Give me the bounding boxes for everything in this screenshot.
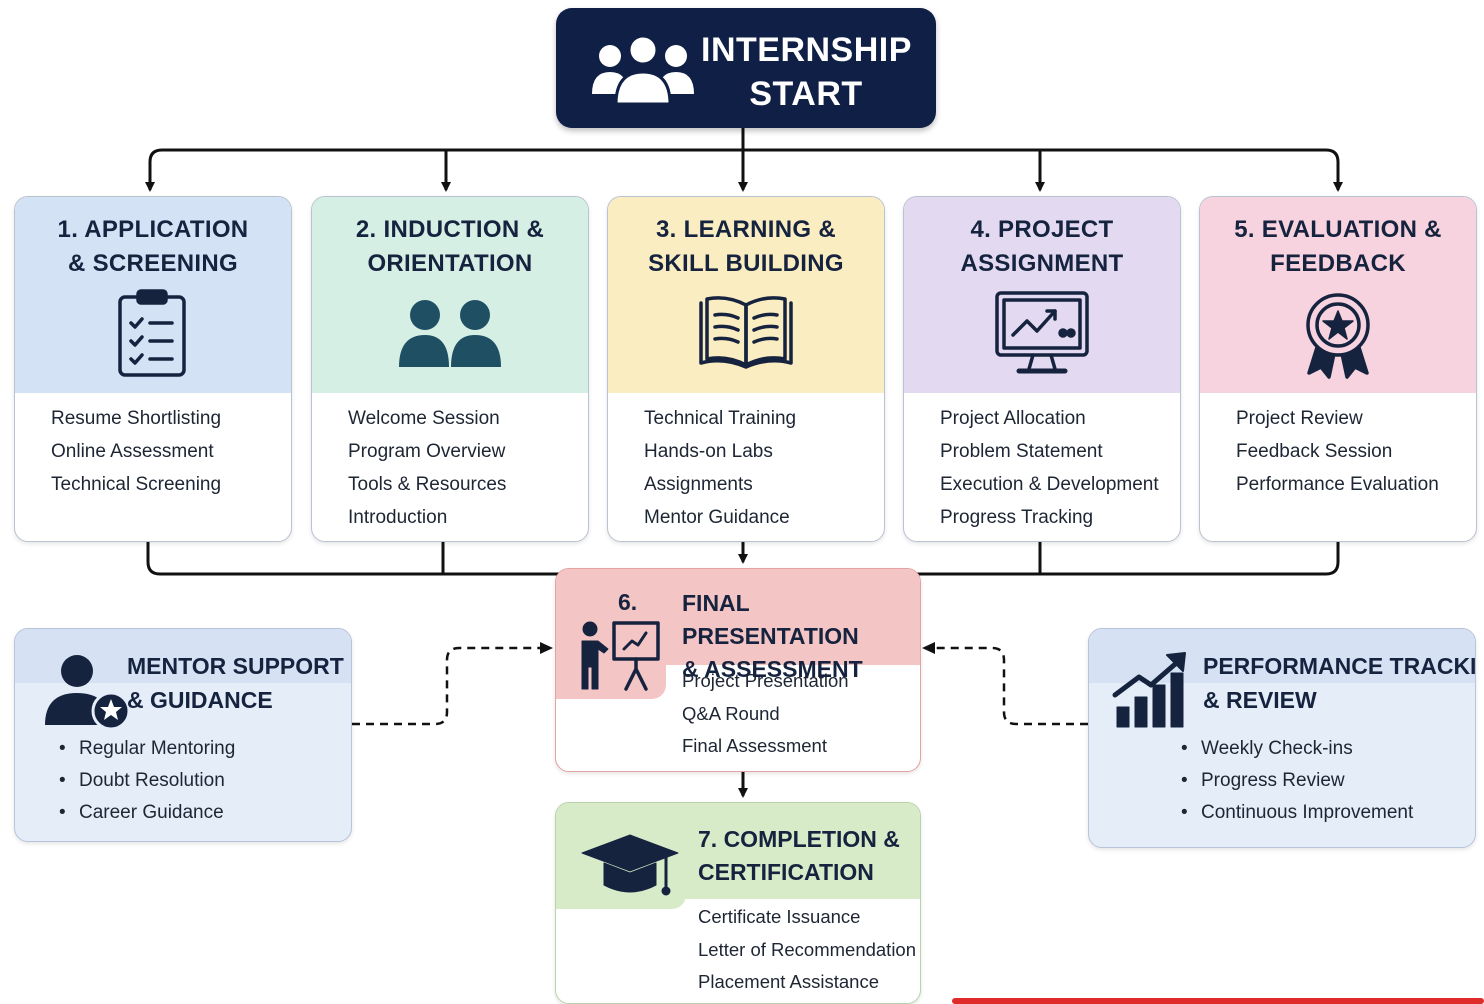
mentor-items: Regular Mentoring Doubt Resolution Caree…: [59, 733, 235, 829]
list-item: Project Presentation: [682, 670, 849, 691]
completion-certification-node: 7. COMPLETION & CERTIFICATION Certificat…: [555, 802, 921, 1004]
stage-items: Project Review Feedback Session Performa…: [1236, 402, 1439, 501]
stage-title-line2: ORIENTATION: [367, 250, 533, 277]
clipboard-checklist-icon: [118, 289, 186, 377]
stage-title-line2: & SCREENING: [68, 250, 238, 277]
connector-top-bus: [148, 148, 1340, 188]
stage-application-screening: 1. APPLICATION & SCREENING Resume Shortl…: [14, 196, 292, 542]
final-number: 6.: [618, 589, 638, 615]
accent-underline: [952, 998, 1484, 1004]
list-item: Welcome Session: [348, 408, 500, 429]
list-item: Project Allocation: [940, 408, 1086, 429]
perf-title-line1: PERFORMANCE TRACKING: [1203, 653, 1476, 679]
stage-evaluation-feedback: 5. EVALUATION & FEEDBACK Project Review …: [1199, 196, 1477, 542]
arrow-head-mentor: [540, 642, 553, 654]
two-people-icon: [399, 300, 501, 367]
list-item: Regular Mentoring: [59, 733, 235, 765]
stage-title-line1: 4. PROJECT: [970, 216, 1114, 243]
list-item: Progress Review: [1181, 765, 1413, 797]
list-item: Progress Tracking: [940, 507, 1094, 528]
list-item: Assignments: [644, 474, 753, 495]
growth-chart-icon: [1112, 652, 1186, 728]
perf-title-line2: & REVIEW: [1203, 687, 1317, 713]
start-title-line2: START: [749, 75, 863, 113]
final-presentation-node: 6. FINAL PRESENTATION & ASSESSMENT Proje…: [555, 568, 921, 772]
list-item: Technical Screening: [51, 474, 222, 495]
list-item: Continuous Improvement: [1181, 797, 1413, 829]
dashed-mentor-to-final: [352, 646, 540, 726]
perf-items: Weekly Check-ins Progress Review Continu…: [1181, 733, 1413, 829]
stage-items: Resume Shortlisting Online Assessment Te…: [51, 402, 221, 501]
list-item: Mentor Guidance: [644, 507, 790, 528]
group-people-icon: [592, 34, 694, 106]
list-item: Project Review: [1236, 408, 1363, 429]
list-item: Online Assessment: [51, 441, 214, 462]
list-item: Placement Assistance: [698, 971, 879, 992]
list-item: Resume Shortlisting: [51, 408, 222, 429]
internship-start-node: INTERNSHIP START: [556, 8, 936, 128]
list-item: Program Overview: [348, 441, 506, 462]
completion-title-line1: 7. COMPLETION &: [698, 826, 900, 852]
stage-title-line2: ASSIGNMENT: [960, 250, 1124, 277]
list-item: Doubt Resolution: [59, 765, 235, 797]
stage-induction-orientation: 2. INDUCTION & ORIENTATION Welcome Sessi…: [311, 196, 589, 542]
dashed-perf-to-final: [935, 646, 1088, 726]
mentor-support-panel: MENTOR SUPPORT & GUIDANCE Regular Mentor…: [14, 628, 352, 842]
list-item: Problem Statement: [940, 441, 1103, 462]
list-item: Weekly Check-ins: [1181, 733, 1413, 765]
list-item: Execution & Development: [940, 474, 1159, 495]
list-item: Performance Evaluation: [1236, 474, 1439, 495]
stage-title-line2: FEEDBACK: [1270, 250, 1406, 277]
presenter-board-icon: [581, 621, 660, 691]
stage-items: Project Allocation Problem Statement Exe…: [940, 402, 1159, 534]
stage-title-line1: 3. LEARNING &: [656, 216, 836, 243]
performance-tracking-panel: PERFORMANCE TRACKING & REVIEW Weekly Che…: [1088, 628, 1476, 848]
completion-title-line2: CERTIFICATION: [698, 859, 874, 885]
user-star-icon: [45, 655, 131, 731]
list-item: Career Guidance: [59, 797, 235, 829]
list-item: Letter of Recommendation: [698, 938, 917, 960]
stage-title-line1: 2. INDUCTION &: [355, 216, 545, 243]
stage-title-line1: 1. APPLICATION: [57, 216, 249, 243]
start-title-line1: INTERNSHIP: [701, 31, 912, 69]
stage-items: Welcome Session Program Overview Tools &…: [348, 402, 506, 534]
list-item: Introduction: [348, 507, 448, 528]
list-item: Certificate Issuance: [698, 906, 861, 927]
graduation-cap-icon: [581, 834, 679, 896]
stage-title-line2: SKILL BUILDING: [648, 250, 844, 277]
stage-learning-skill-building: 3. LEARNING & SKILL BUILDING Technical T…: [607, 196, 885, 542]
completion-items: Certificate Issuance Letter of Recommend…: [698, 901, 916, 999]
final-items: Project Presentation Q&A Round Final Ass…: [682, 665, 849, 763]
list-item: Hands-on Labs: [644, 441, 773, 462]
award-ribbon-icon: [1306, 293, 1370, 379]
stage-items: Technical Training Hands-on Labs Assignm…: [644, 402, 796, 534]
mentor-title-line1: MENTOR SUPPORT: [127, 653, 344, 679]
list-item: Feedback Session: [1236, 441, 1393, 462]
final-title-line1: FINAL PRESENTATION: [682, 590, 859, 649]
list-item: Final Assessment: [682, 735, 827, 756]
list-item: Tools & Resources: [348, 474, 507, 495]
open-book-icon: [699, 296, 793, 369]
arrow-head-perf: [922, 642, 935, 654]
stage-title-line1: 5. EVALUATION &: [1234, 216, 1442, 243]
stage-project-assignment: 4. PROJECT ASSIGNMENT Project Allocation…: [903, 196, 1181, 542]
list-item: Q&A Round: [682, 702, 780, 724]
mentor-title-line2: & GUIDANCE: [127, 687, 273, 713]
monitor-chart-icon: [995, 291, 1089, 374]
list-item: Technical Training: [644, 408, 797, 429]
final-title-line2: & ASSESSMENT: [682, 656, 863, 682]
